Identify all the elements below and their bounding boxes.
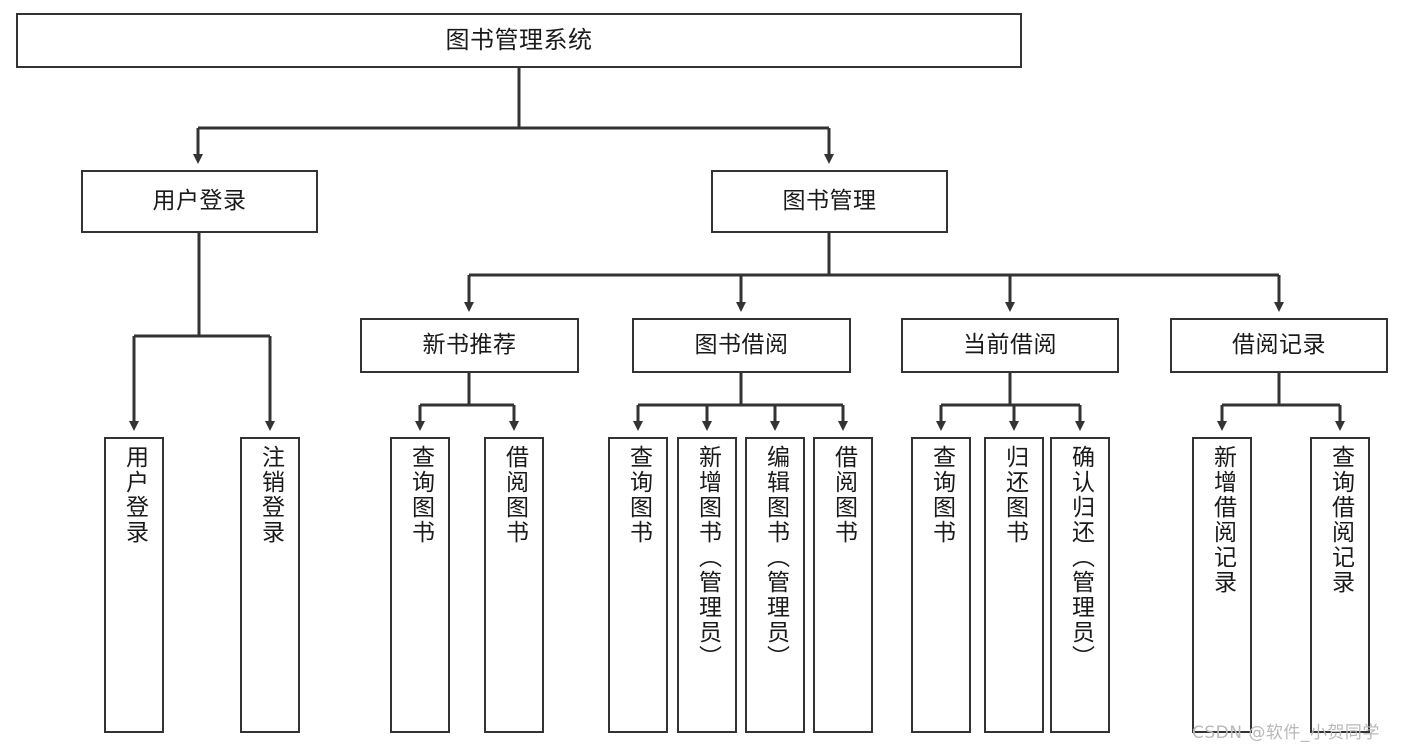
node-label: 新增图书（管理员） (694, 445, 721, 670)
node-label: 当前借阅 (963, 331, 1057, 358)
node-leaf-borrow-book[interactable]: 借阅图书 (813, 437, 873, 733)
node-leaf-confirm-return[interactable]: 确认归还（管理员） (1050, 437, 1110, 733)
node-label: 用户登录 (121, 445, 148, 545)
node-label: 注销登录 (257, 445, 284, 545)
node-leaf-return-book[interactable]: 归还图书 (984, 437, 1044, 733)
node-leaf-add-record[interactable]: 新增借阅记录 (1192, 437, 1252, 733)
node-leaf-query-record[interactable]: 查询借阅记录 (1310, 437, 1370, 733)
node-label: 查询图书 (928, 445, 955, 545)
node-leaf-query-book-cur[interactable]: 查询图书 (911, 437, 971, 733)
node-label: 图书管理 (782, 187, 877, 214)
node-leaf-query-book-rec[interactable]: 查询图书 (390, 437, 450, 733)
node-leaf-query-book-borrow[interactable]: 查询图书 (608, 437, 668, 733)
node-current-borrow[interactable]: 当前借阅 (901, 318, 1119, 373)
node-new-book-rec[interactable]: 新书推荐 (360, 318, 579, 373)
node-label: 图书借阅 (694, 331, 789, 358)
node-label: 查询图书 (625, 445, 652, 545)
node-label: 查询借阅记录 (1327, 445, 1354, 595)
node-leaf-add-book[interactable]: 新增图书（管理员） (677, 437, 737, 733)
node-leaf-logout[interactable]: 注销登录 (240, 437, 300, 733)
node-label: 图书管理系统 (445, 26, 593, 55)
node-book-borrow[interactable]: 图书借阅 (632, 318, 851, 373)
node-leaf-borrow-book-rec[interactable]: 借阅图书 (484, 437, 544, 733)
node-book-manage[interactable]: 图书管理 (711, 170, 948, 233)
node-root[interactable]: 图书管理系统 (16, 13, 1022, 68)
node-label: 编辑图书（管理员） (762, 445, 789, 670)
node-label: 借阅记录 (1232, 331, 1326, 358)
node-leaf-user-login[interactable]: 用户登录 (104, 437, 164, 733)
node-leaf-edit-book[interactable]: 编辑图书（管理员） (745, 437, 805, 733)
node-label: 新增借阅记录 (1209, 445, 1236, 595)
node-user-login[interactable]: 用户登录 (81, 170, 318, 233)
node-label: 归还图书 (1001, 445, 1028, 545)
node-label: 确认归还（管理员） (1067, 445, 1094, 670)
node-label: 查询图书 (407, 445, 434, 545)
node-label: 用户登录 (152, 187, 247, 214)
node-label: 借阅图书 (501, 445, 528, 545)
csdn-watermark: CSDN @软件_小贺同学 (1192, 723, 1380, 743)
node-label: 借阅图书 (830, 445, 857, 545)
node-borrow-record[interactable]: 借阅记录 (1170, 318, 1388, 373)
node-label: 新书推荐 (422, 331, 517, 358)
